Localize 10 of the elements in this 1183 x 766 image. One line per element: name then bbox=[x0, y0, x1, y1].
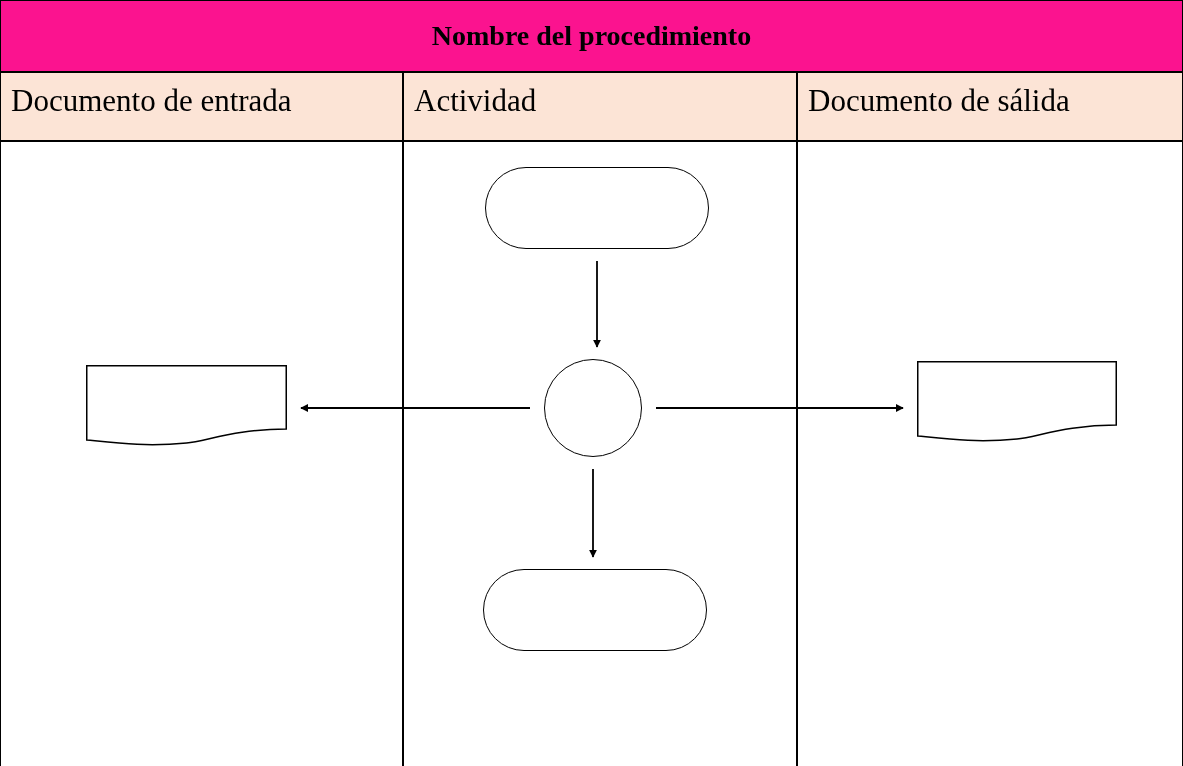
arrow bbox=[300, 404, 531, 412]
arrow bbox=[655, 404, 904, 412]
document-shape bbox=[86, 365, 287, 445]
column-header: Documento de entrada bbox=[0, 72, 403, 141]
arrow bbox=[593, 260, 601, 348]
column-header: Documento de sálida bbox=[797, 72, 1183, 141]
document-shape bbox=[917, 361, 1117, 441]
column-header: Actividad bbox=[403, 72, 797, 141]
title-header: Nombre del procedimiento bbox=[0, 0, 1183, 72]
arrow bbox=[589, 468, 597, 558]
